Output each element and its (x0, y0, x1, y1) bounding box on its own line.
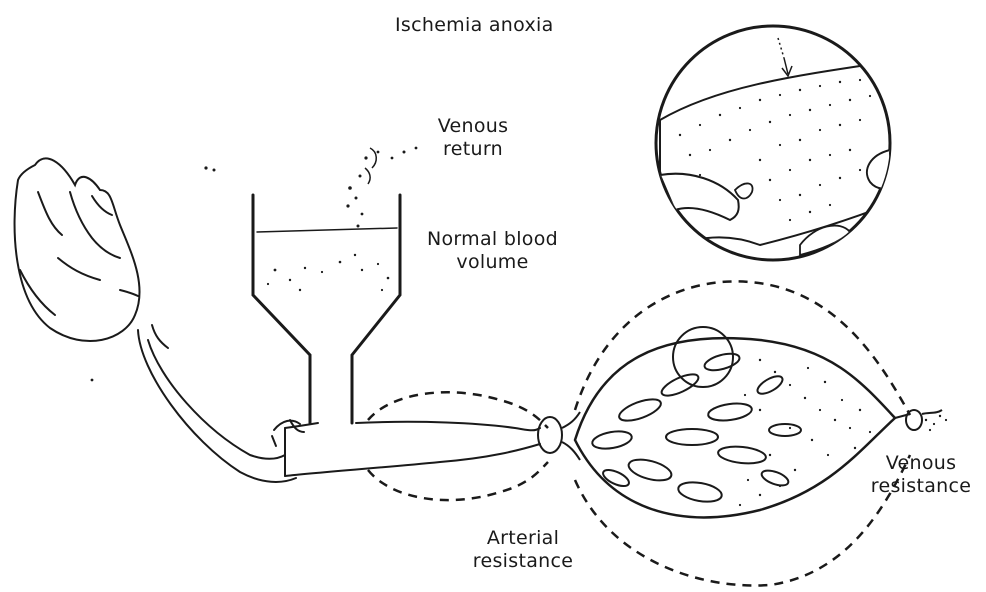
venous-return-marks (365, 148, 376, 184)
heart (15, 158, 140, 341)
artery-tube (272, 420, 540, 476)
arterial-constriction (538, 412, 580, 460)
reservoir-stipple (267, 254, 389, 291)
venous-return-drops (204, 147, 417, 228)
magnified-inset (656, 26, 900, 260)
capillary-bed (575, 327, 895, 517)
normal-blood-volume-label: Normal blood volume (425, 228, 560, 274)
aorta (138, 325, 296, 482)
stray-marks (91, 169, 216, 382)
blood-reservoir (253, 195, 400, 423)
venous-resistance-label: Venous resistance (866, 452, 976, 498)
venous-outflow (895, 410, 942, 430)
venous-outflow-stipple (925, 415, 947, 431)
arterial-resistance-label: Arterial resistance (468, 527, 578, 573)
venous-return-label: Venous return (428, 115, 518, 161)
ischemia-anoxia-label: Ischemia anoxia (395, 14, 554, 37)
